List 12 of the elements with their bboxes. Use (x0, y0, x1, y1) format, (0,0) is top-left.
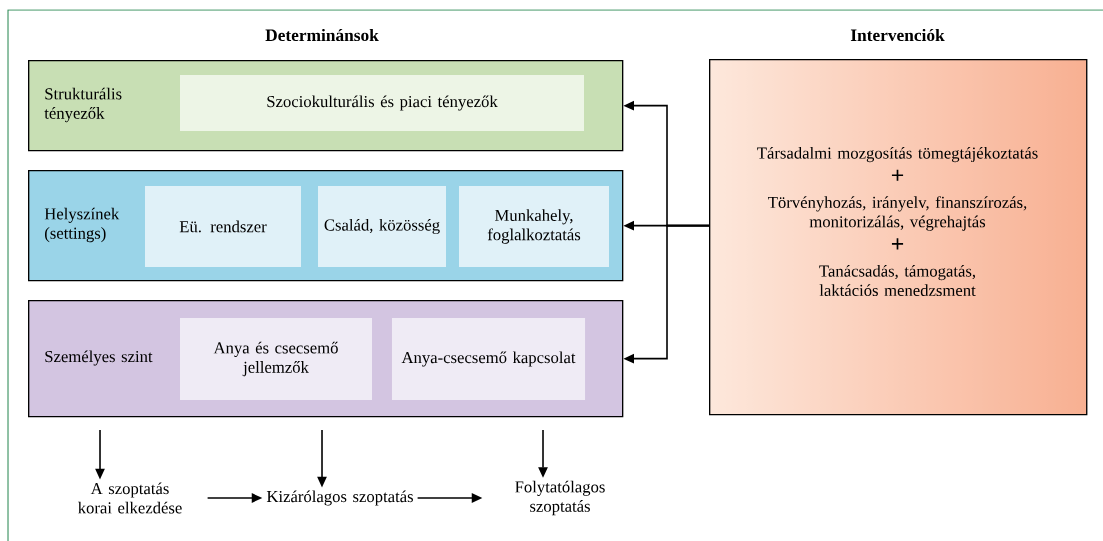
column-heading: Intervenciók (850, 28, 945, 42)
outcome-text: Kizárólagos szoptatás (266, 490, 413, 506)
factor-box: Eü. rendszer (145, 185, 301, 267)
factor-box: Munkahely, foglalkoztatás (459, 185, 609, 267)
factor-box: Anya és csecsemő jellemzők (180, 318, 372, 400)
factor-box: Szociokulturális és piaci tényezők (180, 75, 584, 131)
outcome-text: Folytatólagos szoptatás (515, 480, 605, 516)
column-heading: Determinánsok (265, 28, 379, 42)
factor-box: Anya-csecsemő kapcsolat (391, 318, 586, 400)
outcome-text: A szoptatás korai elkezdése (78, 482, 182, 514)
factor-box: Család, közösség (318, 185, 446, 267)
intervention-box: Társadalmi mozgosítás tömegtájékoztatás + Törvényhozás, irányelv, finanszírozás, monitorizálás, végrehajtás + Tanácsadás, támogatás, laktációs menedzsment (709, 59, 1088, 416)
